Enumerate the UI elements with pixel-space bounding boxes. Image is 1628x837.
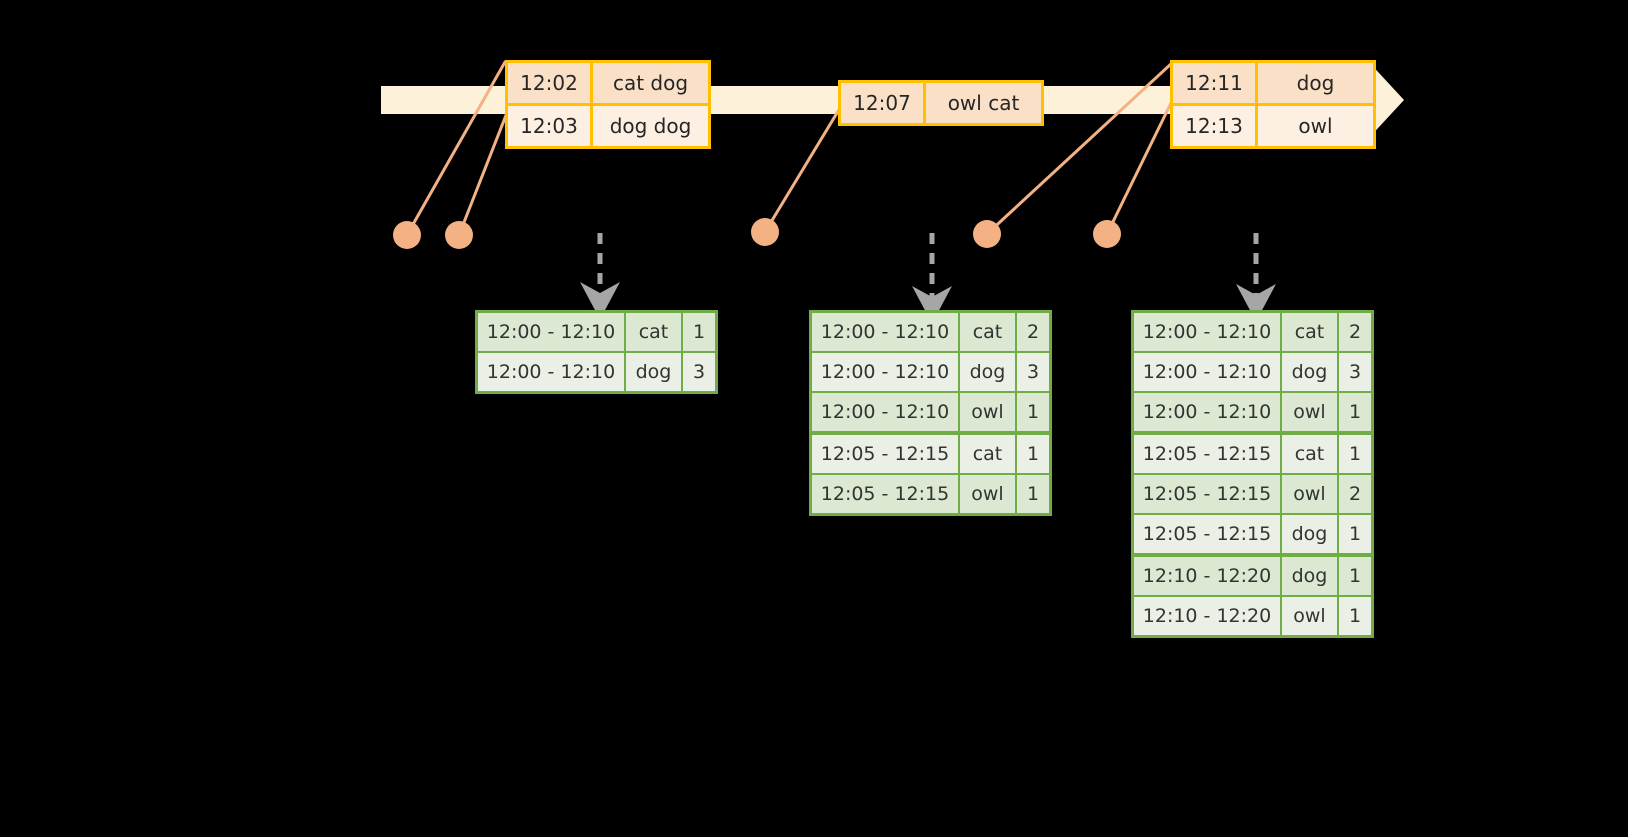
connector-line-12-13 [1105, 99, 1174, 236]
dot-12-03 [445, 221, 473, 249]
event-time: 12:13 [1173, 106, 1258, 146]
window-cell: 12:10 - 12:20 [1134, 597, 1282, 635]
key-cell: cat [1282, 435, 1339, 473]
count-cell: 3 [1339, 353, 1371, 391]
window-cell: 12:00 - 12:10 [812, 393, 960, 431]
window-cell: 12:10 - 12:20 [1134, 557, 1282, 595]
window-cell: 12:00 - 12:10 [1134, 393, 1282, 431]
key-cell: cat [626, 313, 683, 351]
window-cell: 12:05 - 12:15 [812, 435, 960, 473]
window-cell: 12:00 - 12:10 [812, 353, 960, 391]
key-cell: owl [1282, 475, 1339, 513]
flow-arrows [580, 233, 1276, 324]
event-row: 12:11 dog [1173, 63, 1373, 103]
connector-line-12-02 [405, 60, 507, 237]
event-row: 12:13 owl [1173, 103, 1373, 146]
event-row: 12:03 dog dog [508, 103, 708, 146]
count-cell: 2 [1339, 475, 1371, 513]
connector-dots [393, 218, 1121, 249]
count-cell: 1 [1017, 475, 1049, 513]
event-value: dog dog [593, 106, 708, 146]
window-cell: 12:00 - 12:10 [478, 353, 626, 391]
dot-12-02 [393, 221, 421, 249]
count-cell: 2 [1339, 313, 1371, 351]
event-time: 12:11 [1173, 63, 1258, 103]
key-cell: cat [960, 313, 1017, 351]
count-cell: 1 [1339, 557, 1371, 595]
event-value: owl cat [926, 83, 1041, 123]
window-cell: 12:00 - 12:10 [812, 313, 960, 351]
window-cell: 12:05 - 12:15 [1134, 515, 1282, 553]
event-row: 12:02 cat dog [508, 63, 708, 103]
event-value: cat dog [593, 63, 708, 103]
key-cell: dog [1282, 515, 1339, 553]
count-cell: 1 [1017, 393, 1049, 431]
count-cell: 2 [1017, 313, 1049, 351]
dot-12-07 [751, 218, 779, 246]
count-cell: 1 [1339, 515, 1371, 553]
key-cell: dog [960, 353, 1017, 391]
count-cell: 1 [1017, 435, 1049, 473]
key-cell: owl [1282, 393, 1339, 431]
event-time: 12:07 [841, 83, 926, 123]
window-cell: 12:00 - 12:10 [1134, 353, 1282, 391]
key-cell: owl [1282, 597, 1339, 635]
count-cell: 1 [683, 313, 715, 351]
key-cell: dog [626, 353, 683, 391]
key-cell: cat [960, 435, 1017, 473]
event-row: 12:07 owl cat [841, 83, 1041, 123]
event-time: 12:02 [508, 63, 593, 103]
event-value: owl [1258, 106, 1373, 146]
window-cell: 12:05 - 12:15 [1134, 475, 1282, 513]
count-cell: 3 [1017, 353, 1049, 391]
count-cell: 1 [1339, 393, 1371, 431]
event-value: dog [1258, 63, 1373, 103]
connector-line-12-07 [763, 106, 842, 234]
event-box-group-2[interactable]: 12:07 owl cat [838, 80, 1044, 126]
count-cell: 1 [1339, 597, 1371, 635]
window-cell: 12:05 - 12:15 [1134, 435, 1282, 473]
event-box-group-3[interactable]: 12:11 dog 12:13 owl [1170, 60, 1376, 149]
event-box-group-1[interactable]: 12:02 cat dog 12:03 dog dog [505, 60, 711, 149]
key-cell: dog [1282, 557, 1339, 595]
event-time: 12:03 [508, 106, 593, 146]
dot-12-13 [1093, 220, 1121, 248]
dot-12-11 [973, 220, 1001, 248]
key-cell: owl [960, 393, 1017, 431]
key-cell: owl [960, 475, 1017, 513]
key-cell: dog [1282, 353, 1339, 391]
count-cell: 3 [683, 353, 715, 391]
window-cell: 12:05 - 12:15 [812, 475, 960, 513]
key-cell: cat [1282, 313, 1339, 351]
count-cell: 1 [1339, 435, 1371, 473]
window-cell: 12:00 - 12:10 [478, 313, 626, 351]
window-cell: 12:00 - 12:10 [1134, 313, 1282, 351]
